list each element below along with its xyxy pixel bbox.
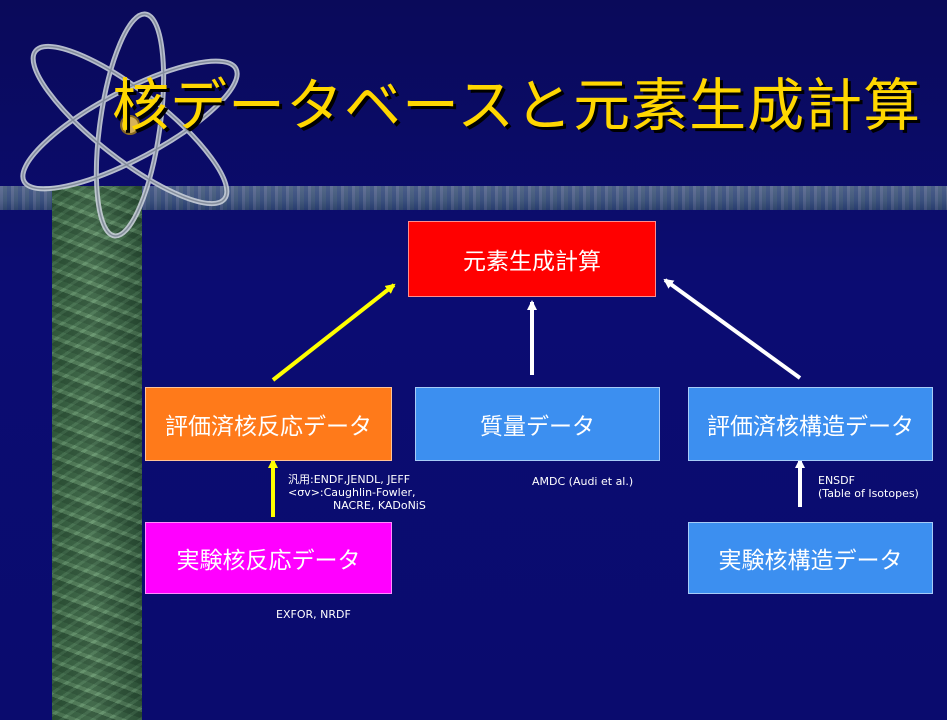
reaction-libraries-line-3: NACRE, KADoNiS (333, 499, 426, 512)
node-mass: 質量データ (415, 387, 660, 461)
mass-source-note: AMDC (Audi et al.) (532, 475, 634, 488)
structure-source-line-1: ENSDF (818, 474, 855, 487)
reaction-libraries-line-2: <σv>:Caughlin-Fowler, (288, 486, 416, 499)
structure-source-note: ENSDF (Table of Isotopes) (818, 474, 919, 500)
node-evaluated-structure-label: 評価済核構造データ (707, 414, 914, 440)
node-evaluated-reaction-label: 評価済核反応データ (165, 414, 372, 440)
node-nucleosynthesis-label: 元素生成計算 (463, 249, 601, 275)
structure-source-line-2: (Table of Isotopes) (818, 487, 919, 500)
node-experimental-structure: 実験核構造データ (688, 522, 933, 594)
decorative-side-bar (52, 186, 142, 720)
arrow-structure-to-nucleosynthesis (663, 278, 802, 380)
node-experimental-structure-label: 実験核構造データ (718, 548, 903, 574)
node-evaluated-structure: 評価済核構造データ (688, 387, 933, 461)
node-nucleosynthesis: 元素生成計算 (408, 221, 656, 297)
node-experimental-reaction-label: 実験核反応データ (176, 548, 361, 574)
node-evaluated-reaction: 評価済核反応データ (145, 387, 392, 461)
node-experimental-reaction: 実験核反応データ (145, 522, 392, 594)
experimental-reaction-sources-note: EXFOR, NRDF (276, 608, 351, 621)
atom-icon (20, 11, 240, 239)
reaction-libraries-note: 汎用:ENDF,JENDL, JEFF <σv>:Caughlin-Fowler… (288, 473, 426, 512)
node-mass-label: 質量データ (480, 414, 595, 440)
decorative-strip (0, 186, 947, 210)
page-title: 核データベースと元素生成計算 (112, 73, 922, 139)
reaction-libraries-line-1: 汎用:ENDF,JENDL, JEFF (288, 473, 411, 486)
arrow-reaction-to-nucleosynthesis (271, 283, 396, 382)
